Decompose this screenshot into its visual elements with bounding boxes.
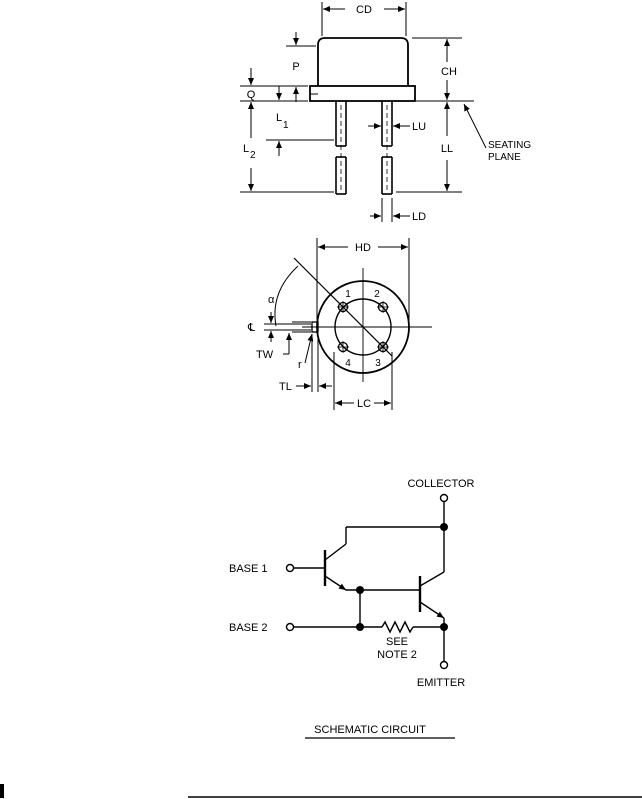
r-leader bbox=[304, 333, 314, 364]
corner-mark bbox=[0, 784, 4, 798]
label-cd: CD bbox=[356, 4, 372, 16]
label-base2: BASE 2 bbox=[229, 622, 268, 634]
junction-dot bbox=[356, 623, 364, 631]
left-dimensions bbox=[240, 32, 334, 193]
label-collector: COLLECTOR bbox=[407, 478, 474, 490]
junction-dot bbox=[356, 586, 364, 594]
label-see: SEE bbox=[386, 636, 408, 648]
label-pin3: 3 bbox=[375, 358, 381, 369]
schematic-circuit bbox=[285, 493, 449, 670]
label-base1: BASE 1 bbox=[229, 563, 268, 575]
label-l1: L bbox=[276, 112, 282, 124]
label-note2: NOTE 2 bbox=[377, 649, 417, 661]
pin-2 bbox=[377, 301, 389, 313]
tw-dimension bbox=[283, 321, 311, 355]
transistor-q1 bbox=[323, 527, 347, 591]
label-l1-subscript: 1 bbox=[283, 120, 289, 131]
pin-3 bbox=[377, 341, 389, 353]
label-tl: TL bbox=[279, 381, 292, 393]
seating-plane-leader bbox=[463, 103, 487, 149]
alpha-arc bbox=[274, 265, 299, 327]
emitter-terminal bbox=[439, 660, 449, 670]
side-outline-view bbox=[240, 2, 487, 222]
label-ld: LD bbox=[412, 211, 426, 223]
label-hd: HD bbox=[355, 242, 371, 254]
tab bbox=[311, 321, 319, 333]
lc-dimension bbox=[333, 352, 393, 410]
label-lc: LC bbox=[357, 398, 371, 410]
label-lu: LU bbox=[412, 121, 426, 133]
label-pin1: 1 bbox=[345, 289, 351, 300]
label-tw: TW bbox=[256, 349, 274, 361]
label-centerline: ℄ bbox=[247, 322, 255, 334]
label-p: P bbox=[292, 61, 299, 73]
pin-1 bbox=[337, 301, 349, 313]
ld-dimension bbox=[370, 198, 410, 222]
bottom-view-labels: HD α ℄ TW r TL LC 1 2 3 4 bbox=[247, 242, 381, 410]
can-body bbox=[317, 37, 409, 86]
lead-right bbox=[381, 101, 393, 195]
flange bbox=[309, 85, 416, 102]
label-r: r bbox=[298, 359, 302, 371]
collector-terminal bbox=[439, 493, 449, 503]
base2-terminal bbox=[285, 622, 295, 632]
tl-dimension bbox=[296, 334, 332, 392]
centerline-dimension bbox=[264, 312, 311, 342]
label-q: Q bbox=[247, 89, 256, 101]
transistor-q2 bbox=[418, 571, 445, 619]
label-ll: LL bbox=[441, 143, 453, 155]
label-pin2: 2 bbox=[374, 289, 380, 300]
outline-labels: CD CH P Q L 1 L 2 LU LL SEATING PLANE LD bbox=[243, 4, 531, 223]
junction-dot bbox=[440, 523, 448, 531]
label-l2: L bbox=[243, 143, 249, 155]
label-ch: CH bbox=[441, 66, 457, 78]
label-seating: SEATING bbox=[488, 140, 531, 151]
schematic-labels: COLLECTOR BASE 1 BASE 2 SEE NOTE 2 EMITT… bbox=[229, 478, 475, 736]
label-alpha: α bbox=[268, 294, 275, 306]
label-plane: PLANE bbox=[488, 152, 521, 163]
label-pin4: 4 bbox=[345, 358, 351, 369]
junction-dot bbox=[440, 623, 448, 631]
cd-dimension bbox=[321, 2, 407, 36]
pin-4 bbox=[337, 341, 349, 353]
hd-dimension bbox=[316, 238, 410, 320]
ch-ll-dimension bbox=[396, 37, 474, 193]
bottom-view bbox=[264, 238, 432, 410]
label-l2-subscript: 2 bbox=[250, 150, 256, 161]
lead-left bbox=[335, 101, 347, 195]
schematic-title: SCHEMATIC CIRCUIT bbox=[314, 724, 426, 736]
base1-terminal bbox=[285, 563, 295, 573]
label-emitter: EMITTER bbox=[417, 677, 465, 689]
resistor bbox=[381, 620, 414, 634]
